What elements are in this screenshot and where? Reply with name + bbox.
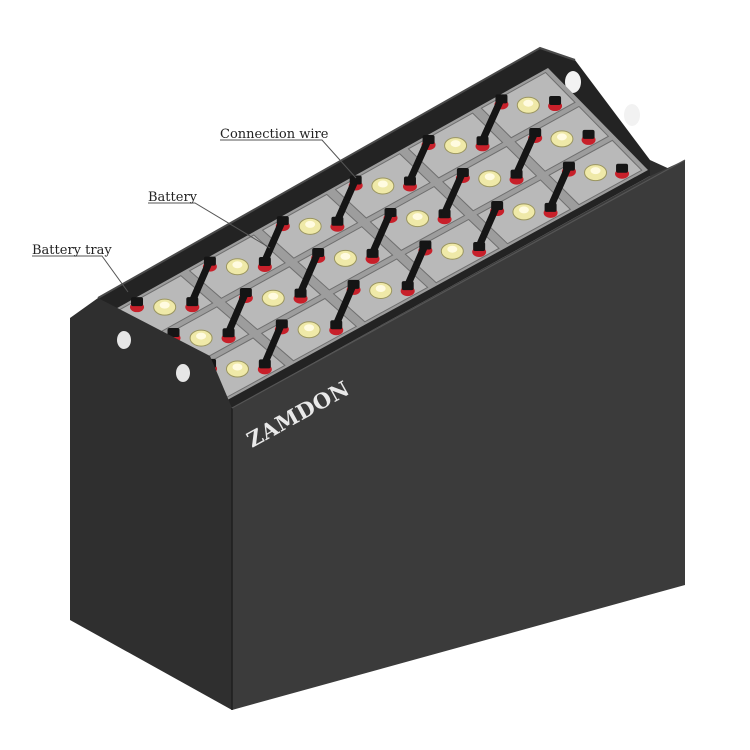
terminal-connector [616,163,629,173]
terminal-connector [549,96,562,106]
vent-cap-top [232,261,243,269]
connection-wire [188,257,214,305]
tray-back-edge [97,46,576,299]
vent-cap-top [523,99,534,107]
vent-cap-top [590,167,601,175]
vent-cap-top [484,173,495,181]
battery-leader [148,202,271,249]
terminal-connector [131,297,144,307]
connection-wire [225,288,250,336]
vent-cap-top [556,133,567,141]
battery-tray-leader [32,255,129,293]
tray-handle-hole-1 [565,71,581,93]
connection-wire [479,94,505,144]
vent-cap-top [375,284,386,292]
connection-wire [406,135,433,185]
tray-top-edge [231,159,686,409]
tray-front-wall [232,160,685,710]
connection-wire-leader [220,139,357,179]
vent-cap-top [305,220,316,228]
tray-side-hole-1 [117,331,131,349]
battery-tray-label: Battery tray [32,243,112,258]
vent-cap-top [159,301,170,309]
connection-wire [333,176,360,225]
connection-wire [261,216,287,265]
connection-wire [547,162,573,211]
connection-wire [441,168,467,217]
vent-cap-top [450,140,461,148]
connection-wire [369,208,395,257]
vent-cap-top [377,180,388,188]
connection-wire [332,280,358,328]
connection-wire-label: Connection wire [220,127,329,142]
vent-cap-top [340,252,351,260]
tray-handle-hole-2 [624,104,640,126]
connection-wire [475,201,501,250]
connection-wire [404,240,429,289]
connection-wire [513,128,539,178]
vent-cap-top [304,324,315,332]
vent-cap-top [447,245,458,253]
vent-cap-top [268,292,279,300]
vent-cap-top [196,332,207,340]
battery-cells-group [115,71,643,401]
vent-cap-top [232,363,243,371]
tray-side-hole-2 [176,364,190,382]
vent-cap-top [412,213,423,221]
battery-label: Battery [148,190,198,205]
connection-wire [261,319,286,367]
connection-wire [297,248,322,297]
vent-cap-top [518,206,529,214]
terminal-connector [167,328,180,337]
tray-left-side [70,298,232,710]
terminal-connector [582,129,595,139]
